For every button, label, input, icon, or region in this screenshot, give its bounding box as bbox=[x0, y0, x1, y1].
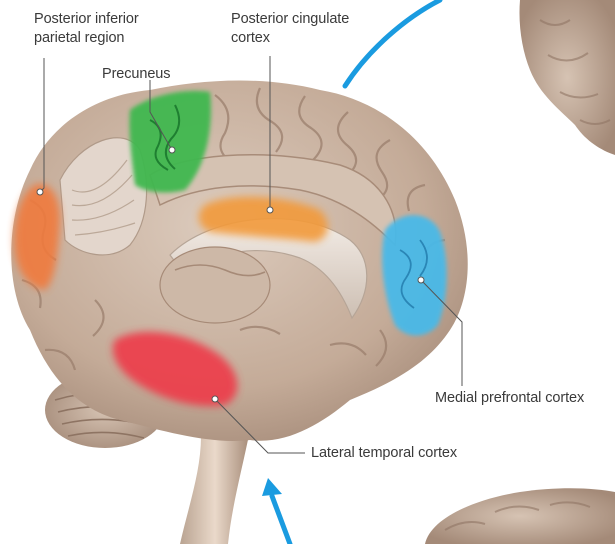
label-posterior-inferior-parietal-line2: parietal region bbox=[34, 29, 139, 48]
label-posterior-inferior-parietal-line1: Posterior inferior bbox=[34, 10, 139, 29]
partial-brain-bottom-right bbox=[425, 488, 615, 544]
partial-brain-top-right bbox=[519, 0, 615, 155]
arrow-top bbox=[345, 0, 440, 86]
label-posterior-cingulate-line1: Posterior cingulate bbox=[231, 10, 349, 29]
label-precuneus: Precuneus bbox=[102, 65, 170, 84]
label-medial-prefrontal: Medial prefrontal cortex bbox=[435, 389, 584, 408]
arrow-bottom bbox=[262, 478, 290, 544]
label-lateral-temporal: Lateral temporal cortex bbox=[311, 444, 457, 463]
label-posterior-cingulate-line2: cortex bbox=[231, 29, 349, 48]
label-posterior-cingulate: Posterior cingulate cortex bbox=[231, 10, 349, 48]
label-posterior-inferior-parietal: Posterior inferior parietal region bbox=[34, 10, 139, 48]
